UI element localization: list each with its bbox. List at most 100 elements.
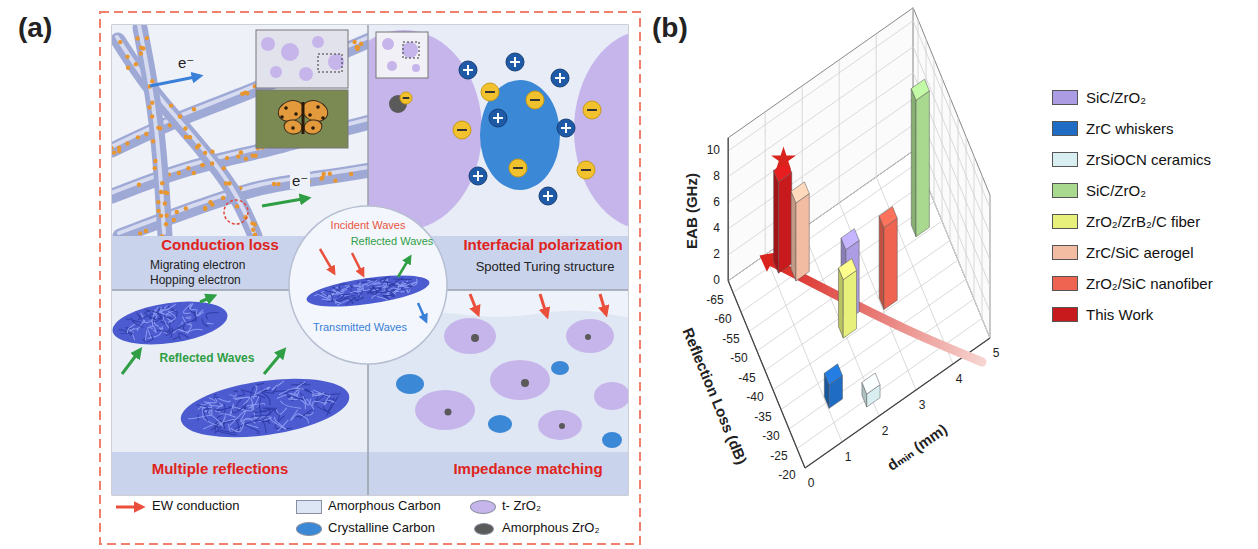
- zirconia-dot: [210, 161, 214, 165]
- fiber-strand: [381, 287, 388, 289]
- star-marker: [771, 147, 796, 171]
- heading-band: [368, 452, 628, 495]
- legend-swatch: [1052, 152, 1078, 167]
- fiber-strand: [297, 412, 308, 425]
- zirconia-dot: [352, 40, 356, 44]
- fiber-strand: [311, 391, 313, 397]
- legend-text: Crystalline Carbon: [328, 521, 435, 536]
- positive-charge: [469, 167, 487, 185]
- tick-label: -60: [714, 313, 731, 327]
- wave-label: Reflected Waves: [160, 352, 255, 366]
- fiber-strand: [343, 296, 355, 300]
- fiber-strand: [401, 287, 406, 293]
- legend-swatch: [1052, 214, 1078, 229]
- fiber-strand: [235, 397, 251, 406]
- fiber-strand: [276, 393, 292, 401]
- zirconia-dot: [150, 114, 154, 118]
- wave-arrow: [418, 303, 426, 321]
- zirconia-dot: [195, 145, 199, 149]
- fiber-strand: [274, 415, 292, 431]
- positive-charge: [489, 109, 507, 127]
- grid-line: [934, 59, 935, 202]
- wave-label: Incident Waves: [331, 219, 406, 232]
- tick-label: -45: [738, 372, 755, 386]
- grid-line: [990, 195, 991, 338]
- charge-dot: [506, 53, 524, 71]
- fiber-strand: [184, 320, 195, 323]
- trend-arrow: [772, 262, 982, 362]
- panel-frame: [100, 12, 640, 544]
- fiber-strand: [223, 420, 240, 423]
- wing-spot: [311, 126, 315, 130]
- fiber-mat: [305, 269, 431, 312]
- fiber-strand: [394, 285, 400, 294]
- wave-label: Transmitted Waves: [313, 321, 407, 334]
- tick-label: 8: [713, 170, 720, 184]
- fiber-strand: [276, 420, 289, 431]
- butterfly-wing: [283, 119, 303, 136]
- zirconia-dot: [355, 45, 359, 49]
- quadrant-ground: [112, 25, 368, 236]
- panel-a-illustration: [100, 12, 722, 544]
- fiber-strand: [233, 390, 237, 392]
- zirconia-dot: [164, 222, 168, 226]
- panel-b-chart: [728, 8, 990, 468]
- wave-arrow: [122, 350, 140, 374]
- zirconia-dot: [208, 200, 212, 204]
- charge-sign: [559, 73, 561, 83]
- pattern-spot: [299, 67, 313, 81]
- wing-spot: [294, 112, 298, 116]
- zirconia-dot: [125, 141, 129, 145]
- fiber-strand: [330, 293, 333, 301]
- charge-sign: [457, 129, 467, 131]
- zirconia-dot: [153, 166, 157, 170]
- charge-dot: [489, 109, 507, 127]
- zirconia-grain: [594, 382, 628, 410]
- wave-arrow: [352, 253, 363, 275]
- charge-sign: [514, 57, 516, 67]
- zirconia-dot: [222, 166, 226, 170]
- wing-spot: [316, 105, 320, 109]
- fiber-strand: [370, 287, 373, 289]
- fiber-strand: [380, 277, 391, 285]
- fiber-strand: [271, 381, 285, 389]
- heading-band: [112, 452, 368, 495]
- negative-charge: [577, 161, 595, 179]
- bar-face: [879, 216, 884, 310]
- tick-label: 1: [845, 451, 852, 465]
- mechanism-panel: Impedance matching: [368, 290, 628, 495]
- fiber-strand: [397, 281, 407, 287]
- mechanism-panel: Reflected WavesMultiple reflections: [112, 290, 368, 495]
- fiber-strand: [153, 325, 157, 333]
- zirconia-dot: [163, 190, 167, 194]
- legend-text: ZrC whiskers: [1086, 120, 1174, 137]
- inset-zoom-box: [318, 54, 342, 72]
- zirconia-dot: [156, 200, 160, 204]
- legend-swatch: [1052, 245, 1078, 260]
- zirconia-dot: [225, 156, 229, 160]
- negative-charge: [509, 159, 527, 177]
- pattern-spot: [312, 36, 324, 48]
- bar: [774, 161, 792, 273]
- fiber-strand: [216, 424, 219, 429]
- charge-sign: [485, 91, 495, 93]
- axis-title: Reflection Loss (dB): [679, 325, 750, 466]
- charge-dot: [583, 101, 601, 119]
- legend-text: SiC/ZrO₂: [1086, 89, 1146, 106]
- bar: [824, 364, 842, 408]
- zirconia-grain: [368, 30, 482, 230]
- fiber-mat: [112, 295, 230, 351]
- zirconia-dot: [227, 181, 231, 185]
- positive-charge: [506, 53, 524, 71]
- fiber-strand: [297, 382, 306, 387]
- fiber-strand: [229, 393, 236, 397]
- bar-face: [796, 194, 809, 281]
- zirconia-dot: [134, 62, 138, 66]
- inset-zoom-box: [403, 42, 419, 58]
- amorphous-zirconia: [585, 334, 591, 340]
- fiber-strand: [171, 322, 184, 334]
- charge-sign: [547, 191, 549, 201]
- zirconia-dot: [221, 196, 225, 200]
- amorphous-zirconia: [471, 334, 479, 342]
- fiber-strand: [144, 330, 148, 340]
